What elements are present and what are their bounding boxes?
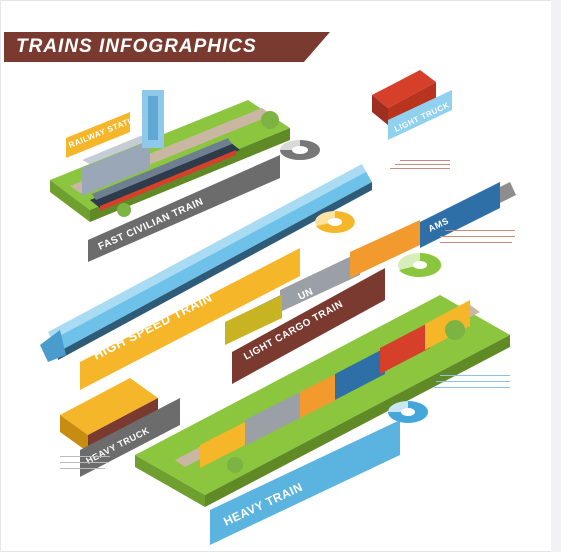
text-lines-block-4 [60,456,110,469]
pie-hole [328,218,342,226]
text-line [445,230,515,231]
heavy-wagon-red [380,322,430,374]
heavy-wagon-blue [335,348,385,400]
high-speed-train-roof [48,164,366,340]
cargo-wagon-blue [420,182,500,248]
text-line [440,375,510,376]
heavy-train-banner [210,420,400,545]
high-speed-train [48,170,372,352]
light-truck-locomotive [372,70,436,108]
fast-civilian-train-roof [92,138,232,200]
pie-light-cargo [398,253,442,277]
station-grass-front [90,128,290,222]
text-lines-block-2 [440,230,515,243]
railway-station-sign [66,112,130,158]
heavy-truck-locomotive [60,378,158,435]
station-roof [82,132,158,164]
pie-high-speed [315,211,355,233]
text-line [436,381,510,382]
heavy-train-grass-side [135,455,205,507]
text-line [60,462,108,463]
fast-civilian-train-stripe [100,150,236,211]
light-cargo-banner [232,268,385,384]
light-truck-block: LIGHT TRUCK [372,70,452,140]
page-title: TRAINS INFOGRAPHICS [16,36,257,57]
text-line [434,387,510,388]
heavy-train-grass-front [205,335,510,507]
station-building [82,140,150,196]
high-speed-banner [80,248,300,390]
text-lines-block-1 [390,160,450,169]
text-lines-block-3 [434,375,510,388]
text-line [390,168,450,169]
scroll-edge [551,0,561,552]
cargo-wagon-orange [350,220,420,278]
cargo-locomotive [225,295,282,345]
text-line [440,236,515,237]
tree [227,457,243,473]
light-truck-tag [388,90,452,140]
high-speed-train-block [40,164,372,362]
tree [261,111,279,129]
text-line [400,160,450,161]
pie-hole [413,261,427,269]
text-line [440,242,512,243]
station-grass-side [50,180,90,222]
pie-heavy-train [388,401,428,423]
title-ribbon: TRAINS INFOGRAPHICS [4,32,330,62]
high-speed-train-nose [40,330,66,362]
station-tower-windows [148,96,158,140]
text-line [395,164,450,165]
fast-civilian-train [90,142,240,208]
heavy-wagon-gray [245,392,300,446]
pie-slice [399,253,441,277]
pie-hole [292,146,308,154]
light-cargo-block: AMS UN [225,182,516,345]
light-truck-locomotive-side [372,95,388,125]
railway-station-block: RAILWAY STATION [50,90,290,222]
tree [445,320,465,340]
light-truck-locomotive-front [388,82,436,125]
cargo-wagon-gray [280,252,360,312]
text-line [60,468,105,469]
tree [117,203,131,217]
pie-fast-civilian [280,140,320,160]
text-line [60,456,110,457]
pie-hole [401,408,415,416]
fast-civilian-banner [88,155,280,262]
heavy-truck-locomotive-side [60,415,88,452]
heavy-truck-banner [80,398,180,477]
heavy-wagon-orange [300,372,340,418]
high-speed-train-base [58,182,372,360]
heavy-train-locomotive [200,422,245,468]
